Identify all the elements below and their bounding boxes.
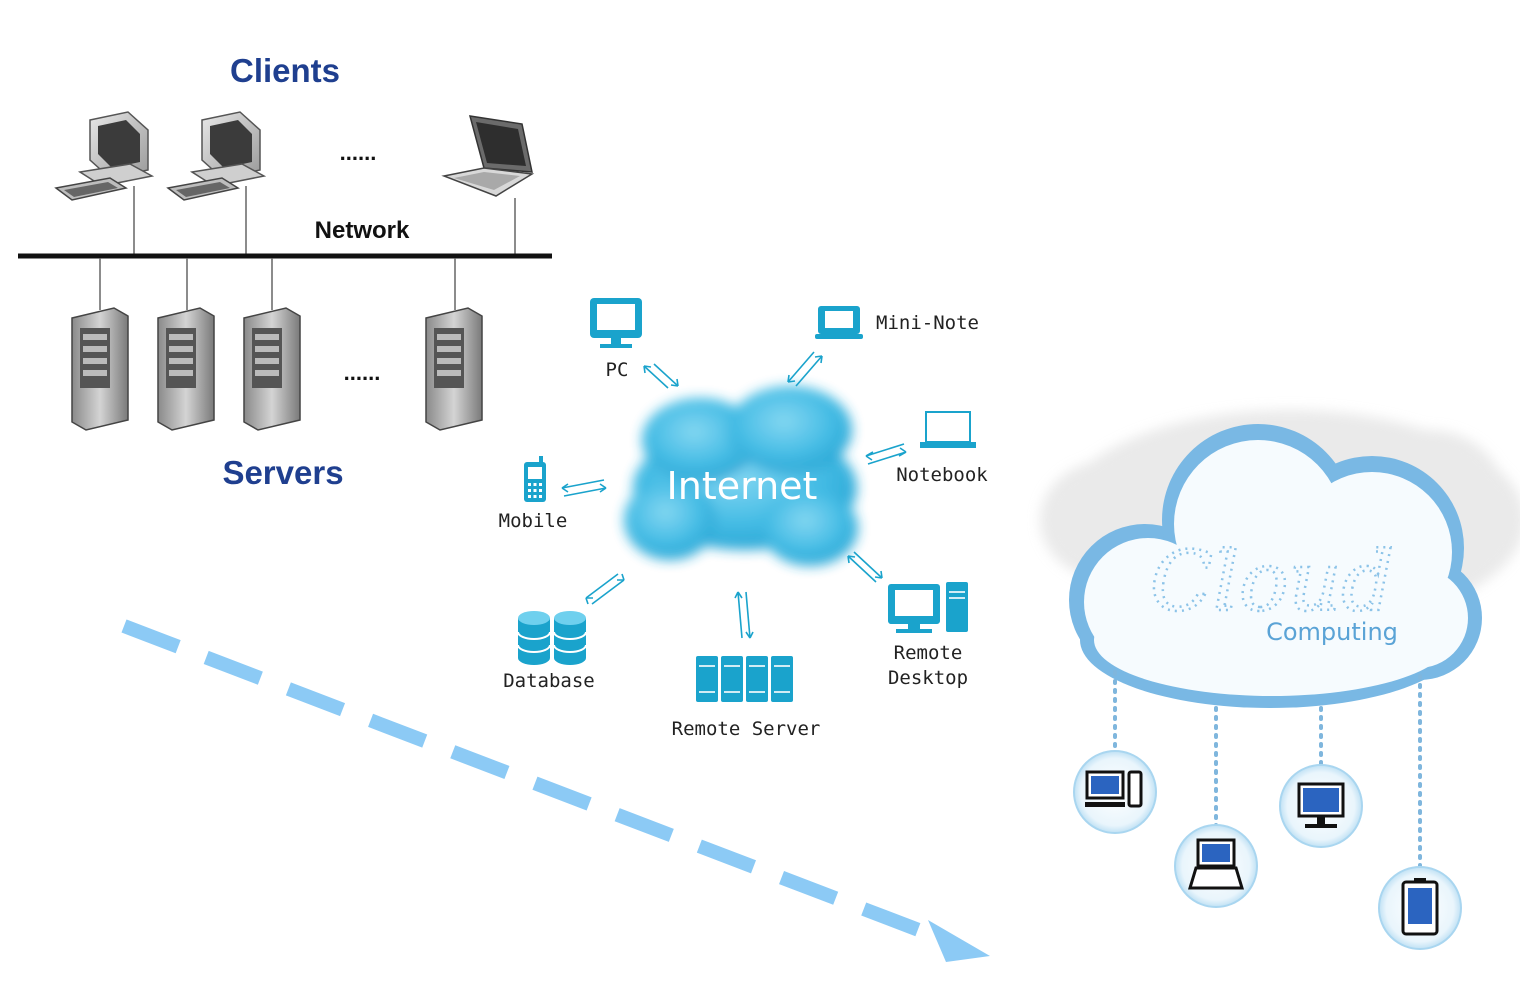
transition-arrow (121, 619, 990, 962)
server-tower-icon (425, 307, 483, 431)
database-label: Database (503, 670, 595, 692)
cloud-tablet-icon (1378, 866, 1462, 950)
connection-arrows (561, 351, 907, 639)
cloud-computing-diagram: Cloud Computing (1040, 410, 1520, 950)
server-tower-icon (71, 307, 129, 431)
remote-desktop-label-line2: Desktop (888, 667, 968, 689)
servers-label: Servers (222, 454, 343, 491)
client-desktop-icon (54, 111, 155, 201)
cloud-monitor-icon (1279, 764, 1363, 848)
cloud-computing-label: Computing (1266, 618, 1398, 646)
clients-ellipsis: ...... (340, 140, 377, 165)
mobile-label: Mobile (499, 510, 568, 532)
client-server-diagram: Clients ...... Network (18, 52, 552, 491)
cloud-script-label: Cloud (1150, 535, 1394, 630)
network-label: Network (315, 217, 410, 244)
mobile-icon (524, 456, 546, 502)
cloud-icon (1069, 424, 1482, 708)
pc-icon (590, 298, 642, 348)
database-icon (517, 611, 587, 665)
notebook-icon (920, 411, 976, 448)
client-laptop-icon (441, 115, 535, 197)
remote-desktop-link-arrow-icon (847, 551, 883, 583)
clients-label: Clients (230, 52, 340, 89)
server-tower-icon (157, 307, 215, 431)
mini-note-label: Mini-Note (876, 312, 979, 334)
internet-diagram: Internet PC Mini-Note Notebook (499, 298, 988, 740)
remote-desktop-icon (888, 582, 968, 633)
cloud-desktop-icon (1073, 750, 1157, 834)
internet-cloud-icon (624, 386, 858, 566)
database-link-arrow-icon (585, 573, 625, 605)
cloud-laptop-icon (1174, 824, 1258, 908)
pc-link-arrow-icon (643, 363, 679, 389)
servers-ellipsis: ...... (344, 360, 381, 385)
pc-label: PC (606, 359, 629, 381)
mini-note-link-arrow-icon (787, 351, 823, 387)
mini-note-icon (815, 306, 863, 339)
remote-server-link-arrow-icon (734, 591, 754, 639)
notebook-label: Notebook (896, 464, 988, 486)
remote-desktop-label-line1: Remote (894, 642, 963, 664)
remote-server-label: Remote Server (672, 718, 821, 740)
internet-label: Internet (667, 464, 818, 508)
notebook-link-arrow-icon (865, 443, 907, 465)
remote-server-icon (696, 656, 793, 702)
mobile-link-arrow-icon (561, 479, 607, 497)
client-desktop-icon (166, 111, 267, 201)
arrowhead-icon (928, 920, 990, 962)
server-tower-icon (243, 307, 301, 431)
